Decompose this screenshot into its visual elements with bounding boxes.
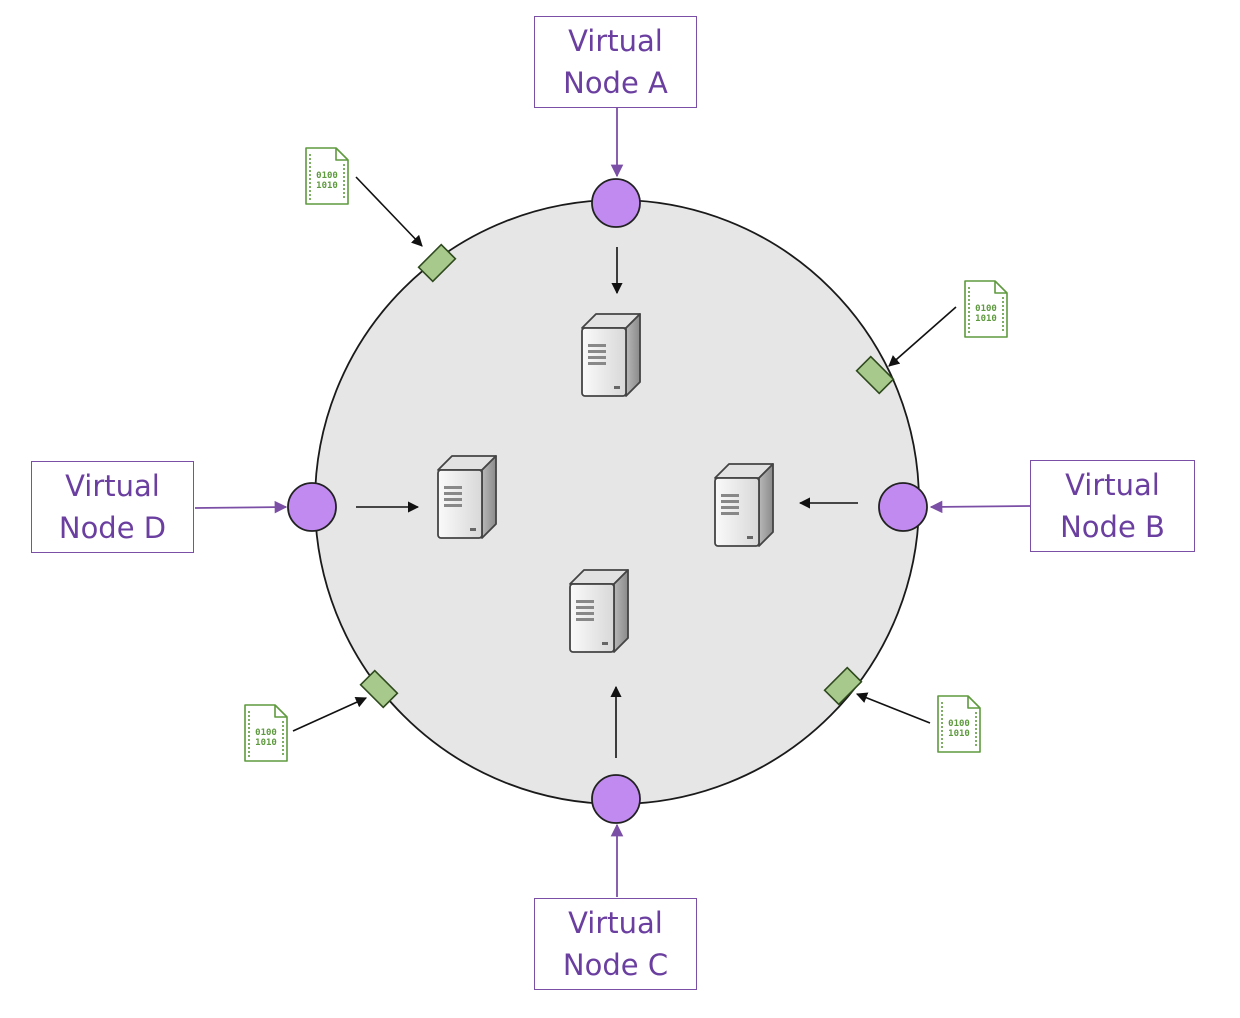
- data-file-icon: 0100 1010: [937, 695, 981, 753]
- virtual-node-b-line2: Node B: [1060, 510, 1165, 544]
- server-icon: [581, 313, 641, 397]
- virtual-node-b-line1: Virtual: [1065, 468, 1160, 502]
- virtual-node-c-line1: Virtual: [568, 906, 663, 940]
- virtual-node-b-label: Virtual Node B: [1030, 460, 1195, 552]
- svg-text:0100: 0100: [255, 728, 277, 738]
- svg-text:1010: 1010: [316, 181, 338, 191]
- server-icon: [569, 569, 629, 653]
- virtual-node-d-label: Virtual Node D: [31, 461, 194, 553]
- virtual-node-c-label: Virtual Node C: [534, 898, 697, 990]
- virtual-node-b-point[interactable]: [878, 482, 928, 532]
- virtual-node-c-point[interactable]: [591, 774, 641, 824]
- label-d-connector: [194, 500, 288, 514]
- svg-text:0100: 0100: [948, 719, 970, 729]
- file-to-key-arrow: [292, 697, 368, 732]
- virtual-node-c-line2: Node C: [562, 948, 669, 982]
- key-marker: [823, 666, 863, 706]
- virtual-node-a-label: Virtual Node A: [534, 16, 697, 108]
- file-to-key-arrow: [355, 176, 423, 247]
- key-marker: [359, 669, 399, 709]
- svg-text:0100: 0100: [316, 171, 338, 181]
- svg-text:1010: 1010: [948, 729, 970, 739]
- key-marker: [417, 243, 457, 283]
- file-to-key-arrow: [888, 306, 957, 367]
- svg-text:0100: 0100: [975, 304, 997, 314]
- key-marker: [855, 355, 895, 395]
- data-file-icon: 0100 1010: [305, 147, 349, 205]
- virtual-node-d-line1: Virtual: [65, 469, 160, 503]
- virtual-node-a-line2: Node A: [563, 66, 668, 100]
- svg-text:1010: 1010: [255, 738, 277, 748]
- data-file-icon: 0100 1010: [964, 280, 1008, 338]
- label-b-connector: [929, 500, 1031, 514]
- virtual-node-a-line1: Virtual: [568, 24, 663, 58]
- server-icon: [714, 463, 774, 547]
- virtual-node-d-point[interactable]: [287, 482, 337, 532]
- virtual-node-d-line2: Node D: [58, 511, 167, 545]
- server-icon: [437, 455, 497, 539]
- virtual-node-a-point[interactable]: [591, 178, 641, 228]
- svg-text:1010: 1010: [975, 314, 997, 324]
- data-file-icon: 0100 1010: [244, 704, 288, 762]
- file-to-key-arrow: [855, 692, 931, 724]
